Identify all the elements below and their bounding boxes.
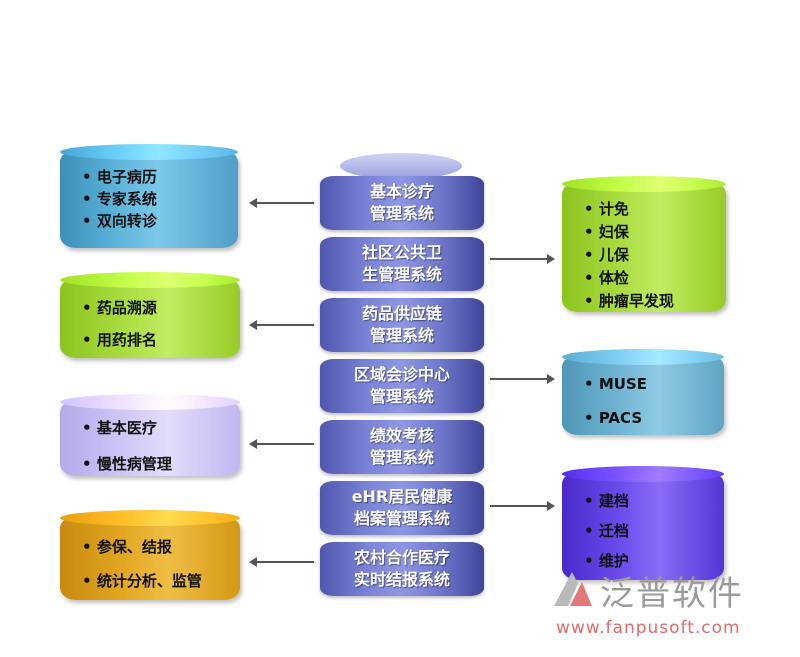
list-item: 维护 <box>584 546 714 576</box>
brand-logo-icon <box>554 572 592 606</box>
list-item: 参保、结报 <box>82 530 230 564</box>
system-label: 区域会诊中心 管理系统 <box>353 365 450 406</box>
arrow-right <box>490 374 555 384</box>
list-item: 妇保 <box>584 221 716 244</box>
right-box-public-health: 计免 妇保 儿保 体检 肿瘤早发现 <box>562 182 726 312</box>
list-item: 双向转诊 <box>82 210 228 232</box>
list-item: PACS <box>584 401 714 435</box>
arrow-right <box>490 254 555 264</box>
list-item: 电子病历 <box>82 166 228 188</box>
system-performance: 绩效考核 管理系统 <box>320 420 484 474</box>
list-item: 计免 <box>584 198 716 221</box>
arrow-right <box>490 501 555 511</box>
system-rural-medical: 农村合作医疗 实时结报系统 <box>320 542 484 596</box>
system-label: eHR居民健康 档案管理系统 <box>351 487 453 528</box>
list-item: 专家系统 <box>82 188 228 210</box>
list-item: 慢性病管理 <box>82 446 230 482</box>
list-item: 体检 <box>584 267 716 290</box>
list-item: 儿保 <box>584 244 716 267</box>
system-label: 药品供应链 管理系统 <box>361 304 442 345</box>
arrow-left <box>249 557 314 567</box>
list-item: 药品溯源 <box>82 292 230 324</box>
system-drug-supply: 药品供应链 管理系统 <box>320 298 484 352</box>
left-box-medical: 基本医疗 慢性病管理 <box>60 400 240 476</box>
list-item: 统计分析、监管 <box>82 564 230 598</box>
arrow-left <box>249 439 314 449</box>
system-basic-treatment: 基本诊疗 管理系统 <box>320 176 484 230</box>
left-box-drug: 药品溯源 用药排名 <box>60 278 240 358</box>
system-label: 社区公共卫 生管理系统 <box>361 243 442 284</box>
watermark-url: www.fanpusoft.com <box>556 618 741 638</box>
system-label: 绩效考核 管理系统 <box>369 426 434 467</box>
system-label: 农村合作医疗 实时结报系统 <box>353 548 450 589</box>
left-box-emr: 电子病历 专家系统 双向转诊 <box>60 150 238 248</box>
system-ehr: eHR居民健康 档案管理系统 <box>320 481 484 535</box>
list-item: 基本医疗 <box>82 410 230 446</box>
right-box-imaging: MUSE PACS <box>562 355 724 435</box>
list-item: 肿瘤早发现 <box>584 290 716 313</box>
stack-top-cap <box>340 153 462 179</box>
system-community-health: 社区公共卫 生管理系统 <box>320 237 484 291</box>
system-label: 基本诊疗 管理系统 <box>369 182 434 223</box>
list-item: 建档 <box>584 486 714 516</box>
list-item: 用药排名 <box>82 324 230 356</box>
list-item: MUSE <box>584 367 714 401</box>
watermark-brand: 泛普软件 <box>600 574 744 614</box>
list-item: 迁档 <box>584 516 714 546</box>
right-box-records: 建档 迁档 维护 <box>562 472 724 580</box>
arrow-left <box>249 320 314 330</box>
arrow-left <box>249 198 314 208</box>
left-box-insurance: 参保、结报 统计分析、监管 <box>60 516 240 600</box>
system-consultation-center: 区域会诊中心 管理系统 <box>320 359 484 413</box>
